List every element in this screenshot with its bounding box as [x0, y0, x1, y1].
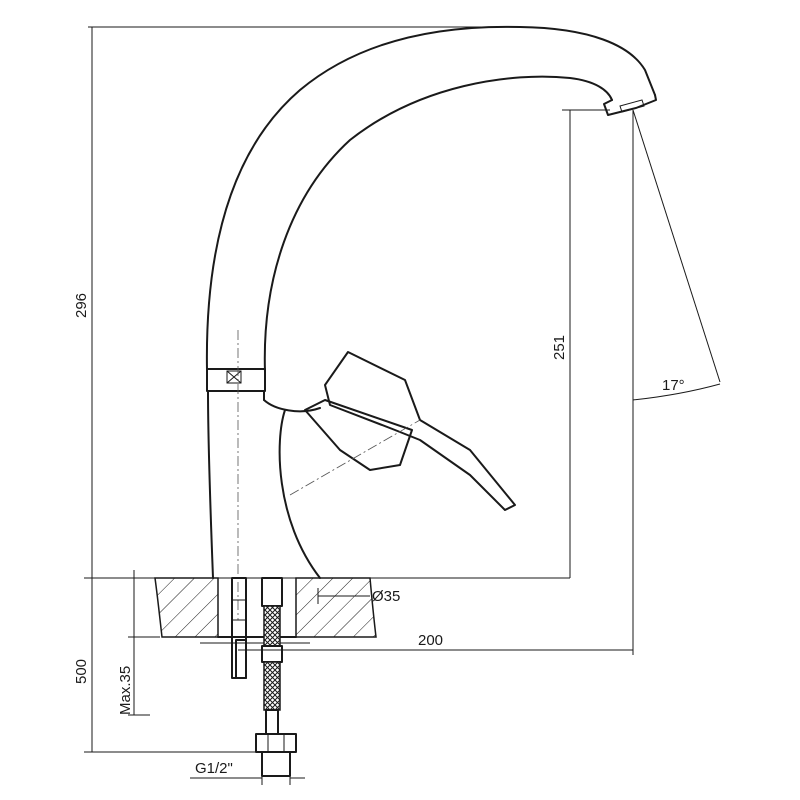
body-bulb — [263, 399, 321, 579]
body-column — [207, 390, 265, 579]
countertop-section — [154, 577, 377, 644]
hex-nut — [255, 733, 297, 753]
mounting-stud — [231, 577, 247, 679]
dim-thread: G1/2" — [195, 760, 233, 777]
spout-inner — [263, 75, 613, 373]
countertop-right — [295, 577, 377, 638]
dim-spout-height: 251 — [551, 335, 568, 360]
dimension-lines — [84, 26, 721, 785]
dim-max-thickness: Max.35 — [117, 666, 134, 715]
countertop-left — [154, 577, 219, 638]
hose-braid-upper — [263, 605, 281, 647]
dim-hole-diameter: Ø35 — [372, 588, 400, 605]
faucet-outline — [205, 25, 657, 620]
dim-total-height: 296 — [73, 293, 90, 318]
dim-hose-length: 500 — [73, 659, 90, 684]
spout-outer — [205, 25, 656, 371]
cartridge-housing — [304, 399, 413, 471]
lever-handle — [324, 351, 516, 511]
dim-spout-reach: 200 — [418, 632, 443, 649]
dim-spout-angle: 17° — [662, 377, 685, 394]
hose-braid-lower — [263, 661, 281, 711]
swivel-ring — [206, 368, 266, 392]
supply-hose — [255, 577, 297, 777]
